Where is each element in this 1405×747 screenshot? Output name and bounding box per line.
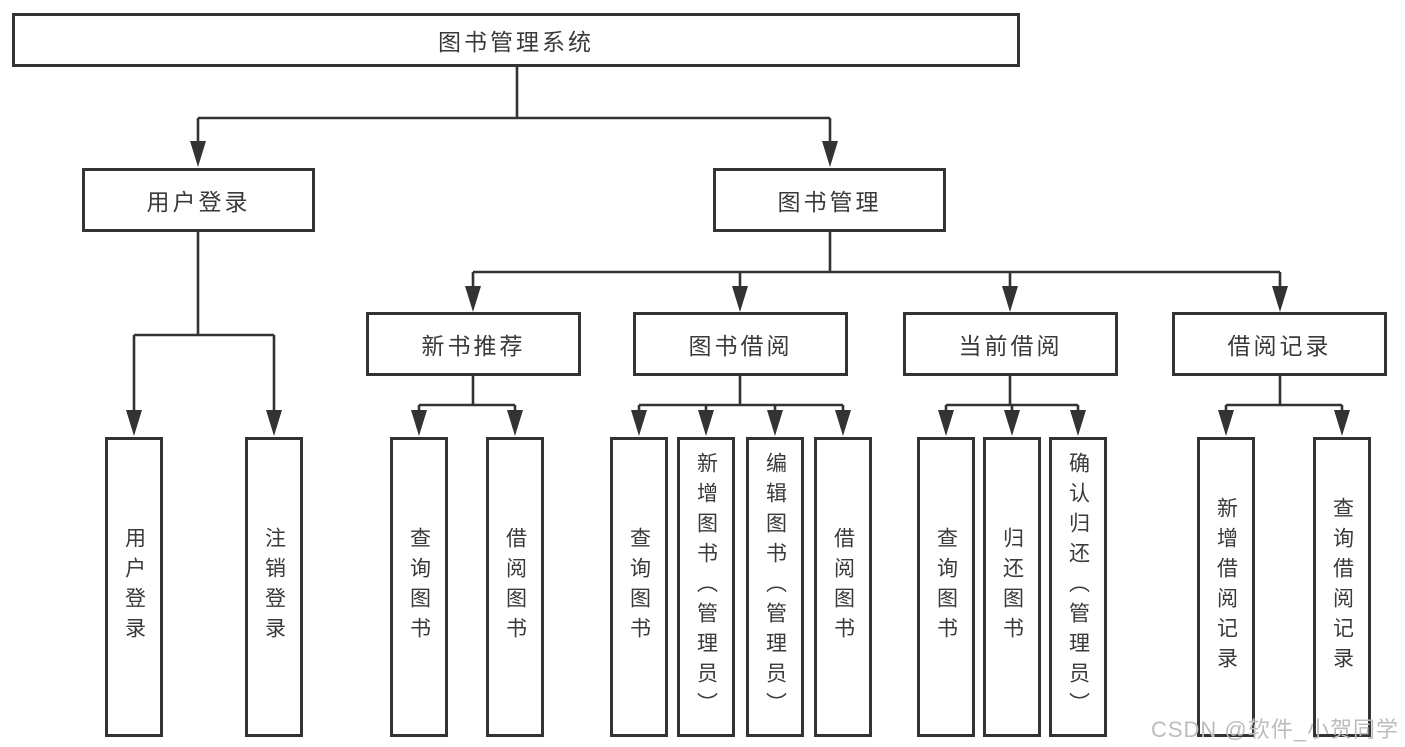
arrowhead (1002, 286, 1018, 312)
arrowhead (631, 410, 647, 436)
arrowhead (698, 410, 714, 436)
arrowhead (835, 410, 851, 436)
arrowhead (465, 286, 481, 312)
arrowhead (938, 410, 954, 436)
node-leaf-query-books-borrow: 查询图书 (610, 437, 668, 737)
arrowhead (767, 410, 783, 436)
arrowhead (822, 141, 838, 167)
node-book-borrow: 图书借阅 (633, 312, 848, 376)
arrowhead (126, 410, 142, 436)
node-leaf-add-book-admin: 新增图书（管理员） (677, 437, 735, 737)
node-library-management-system: 图书管理系统 (12, 13, 1020, 67)
edge-lines (132, 67, 1344, 418)
arrowhead (190, 141, 206, 167)
watermark: CSDN @软件_小贺同学 (1150, 717, 1399, 742)
node-borrow-records: 借阅记录 (1172, 312, 1387, 376)
node-leaf-confirm-return-admin: 确认归还（管理员） (1049, 437, 1107, 737)
node-leaf-add-borrow-record: 新增借阅记录 (1197, 437, 1255, 737)
node-new-book-recommend: 新书推荐 (366, 312, 581, 376)
node-leaf-borrow-books-recommend: 借阅图书 (486, 437, 544, 737)
node-leaf-query-books-recommend: 查询图书 (390, 437, 448, 737)
node-leaf-borrow-books: 借阅图书 (814, 437, 872, 737)
arrowhead (1334, 410, 1350, 436)
node-leaf-query-books-current: 查询图书 (917, 437, 975, 737)
node-leaf-edit-book-admin: 编辑图书（管理员） (746, 437, 804, 737)
arrowhead (507, 410, 523, 436)
node-leaf-query-borrow-record: 查询借阅记录 (1313, 437, 1371, 737)
arrowhead (266, 410, 282, 436)
arrowhead (732, 286, 748, 312)
node-leaf-logout: 注销登录 (245, 437, 303, 737)
arrowhead (1004, 410, 1020, 436)
arrowhead (411, 410, 427, 436)
arrowhead (1218, 410, 1234, 436)
arrowhead (1272, 286, 1288, 312)
node-current-borrow: 当前借阅 (903, 312, 1118, 376)
node-book-management: 图书管理 (713, 168, 946, 232)
node-leaf-return-books: 归还图书 (983, 437, 1041, 737)
arrowheads (126, 141, 1350, 436)
node-user-login: 用户登录 (82, 168, 315, 232)
arrowhead (1070, 410, 1086, 436)
node-leaf-user-login: 用户登录 (105, 437, 163, 737)
